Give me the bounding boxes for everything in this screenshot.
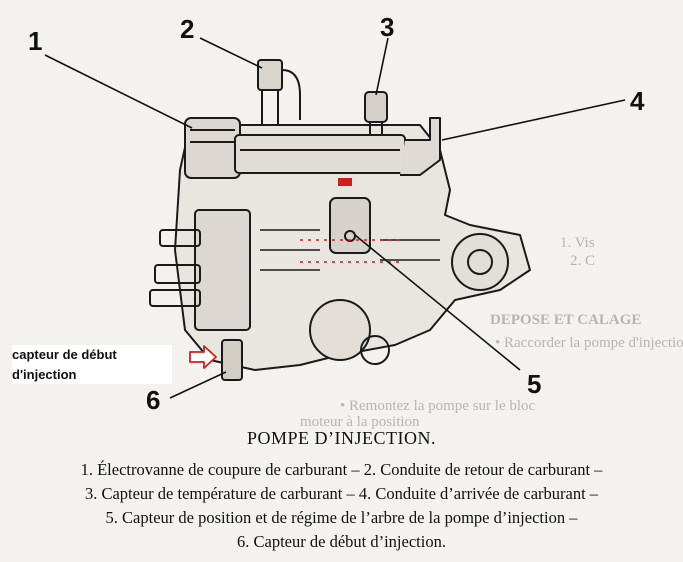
leader-4 — [441, 99, 626, 141]
caption-title: POMPE D’INJECTION. — [247, 428, 436, 448]
callout-5: 5 — [527, 369, 542, 399]
leader-5 — [354, 234, 521, 371]
position-sensor — [329, 197, 371, 254]
temperature-sensor — [364, 91, 388, 123]
callout-6: 6 — [146, 385, 161, 415]
note-line-1: capteur de début — [12, 347, 117, 362]
caption-line-2: 3. Capteur de température de carburant –… — [84, 484, 599, 503]
caption-line-1: 1. Électrovanne de coupure de carburant … — [80, 460, 603, 479]
inlet-pipe — [400, 117, 441, 176]
leader-3 — [375, 37, 389, 96]
solenoid-valve — [184, 117, 241, 179]
callout-3: 3 — [380, 12, 395, 42]
leader-1 — [44, 54, 193, 129]
leader-6 — [169, 371, 227, 399]
start-injection-sensor — [221, 339, 243, 381]
callout-2: 2 — [180, 14, 195, 44]
note-line-2: d'injection — [12, 366, 77, 382]
caption-line-3: 5. Capteur de position et de régime de l… — [105, 508, 578, 527]
start-injection-note: capteur de début d'injection — [12, 345, 172, 384]
red-outline-arrow-icon — [189, 345, 217, 369]
callout-1: 1 — [28, 26, 43, 56]
return-fitting — [257, 59, 283, 91]
caption-line-4: 6. Capteur de début d’injection. — [237, 532, 446, 551]
leader-2 — [199, 37, 263, 69]
callout-4: 4 — [630, 86, 645, 116]
